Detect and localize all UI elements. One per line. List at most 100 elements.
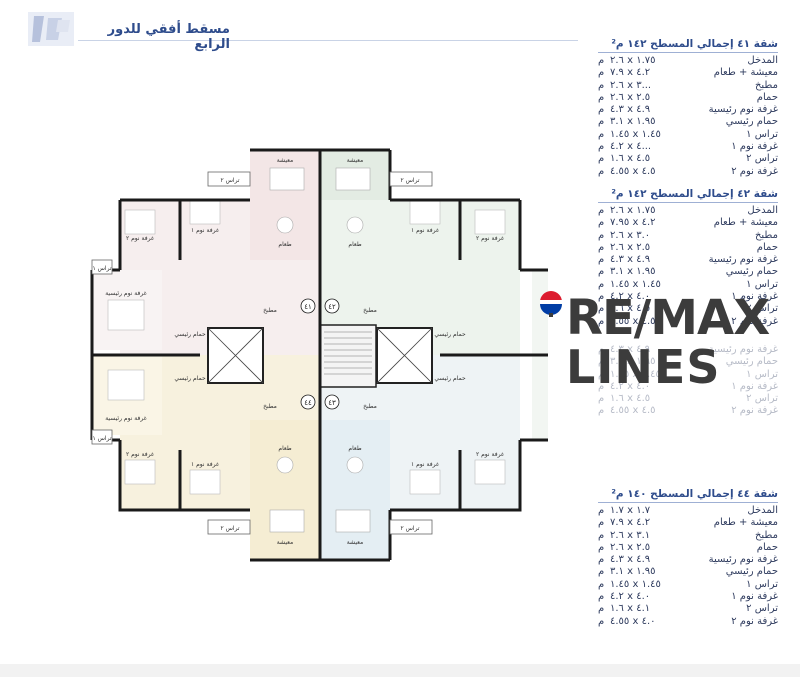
table-row: المدخل ١.٧ x ١.٧ م [598,505,778,517]
room-name: المدخل [747,205,778,216]
badge-unit-43: ٤٣ [328,399,336,407]
table-row: حمام رئيسي ٣.١ x ١.٩٥ م [598,116,778,128]
unit-label: م [598,517,605,529]
room-name: تراس ١ [746,278,778,290]
unit-label: م [598,79,605,91]
room-name: معيشة + طعام [713,517,778,529]
room-name: تراس ١ [746,368,778,380]
room-dimensions: ٤.٢ x ٤.٠ [610,291,651,303]
unit-label: م [598,153,605,165]
label-living-41: معيشة [277,157,294,164]
room-dimensions: ٤.٥٥ x ٤.٥ [610,315,656,327]
unit-label: م [598,603,605,615]
room-dimensions: ٤.٢ x ٤... [610,141,652,153]
room-dimensions: ٤.٥٥ x ٤.٥ [610,165,656,177]
room-name: حمام [756,241,778,253]
label-living-43: معيشة [347,539,364,546]
unit-label: م [598,217,605,229]
room-dimensions: ١.٧ x ١.٧ [610,505,651,516]
room-dimensions: ٤.٣ x ٤.٩ [610,554,651,566]
label-bedroom1-43: غرفة نوم ١ [411,461,439,468]
room-name: المدخل [747,505,778,516]
unit-label: م [598,91,605,103]
remax-watermark: RE/MAX LINES [536,284,770,404]
unit-label: م [598,55,605,66]
label-kitchen-44: مطبخ [263,403,277,410]
unit-label: م [598,344,605,355]
room-name: غرفة نوم رئيسية [708,344,778,355]
label-bedroom2-44: غرفة نوم ٢ [126,451,154,458]
room-name: غرفة نوم ٢ [731,165,778,177]
badge-unit-44: ٤٤ [304,399,312,407]
unit-label: م [598,205,605,216]
label-dining-42: طعام [348,241,361,248]
label-dining-41: طعام [278,241,291,248]
unit-label: م [598,278,605,290]
unit-label: م [598,165,605,177]
label-bedroom1-42: غرفة نوم ١ [411,227,439,234]
room-dimensions: ٣.١ x ١.٩٥ [610,116,656,128]
title-underline [78,40,578,41]
room-name: غرفة نوم رئيسية [708,554,778,566]
unit-label: م [598,266,605,278]
label-living-42: معيشة [347,157,364,164]
room-dimensions: ٢.٦ x ٢.٥ [610,91,651,103]
table-heading: شقة ٤٢ إجمالي المسطح ١٤٢ م² [598,188,778,203]
unit-label: م [598,303,605,315]
label-bedroom1-44: غرفة نوم ١ [191,461,219,468]
label-master-bath-42: حمام رئيسي [434,331,466,338]
room-name: غرفة نوم ١ [731,591,778,603]
label-master-bath-41: حمام رئيسي [174,331,206,338]
room-name: غرفة نوم ١ [731,291,778,303]
unit-label: م [598,116,605,128]
room-name: غرفة نوم ١ [731,380,778,392]
label-kitchen-43: مطبخ [363,403,377,410]
project-logo [28,12,74,46]
room-dimensions: ٢.٦ x ٢.٥ [610,241,651,253]
room-name: حمام رئيسي [725,266,778,278]
page-title: مسقط أفقي للدور الرابع [107,22,230,52]
room-dimensions: ٢.٦ x ٣.٠ [610,229,651,241]
room-name: حمام رئيسي [725,116,778,128]
table-heading: شقة ٤٤ إجمالي المسطح ١٤٠ م² [598,488,778,503]
bottom-strip [0,664,800,677]
room-name: مطبخ [754,79,778,91]
room-dimensions: ٣.١ x ١.٩٥ [610,266,656,278]
label-dining-44: طعام [278,445,291,452]
label-terrace2-43: تراس ٢ [400,525,419,532]
table-row: غرفة نوم ٢ ٤.٥٥ x ٤.٥ م [598,166,778,178]
unit-label: م [598,104,605,116]
remax-brand-text: RE/MAX [566,290,770,346]
label-terrace2-44: تراس ٢ [220,525,239,532]
room-name: غرفة نوم رئيسية [708,254,778,266]
unit-label: م [598,566,605,578]
unit-label: م [598,554,605,566]
label-terrace2-41: تراس ٢ [220,177,239,184]
room-dimensions: ١.٦ x ٤.١ [610,603,651,615]
room-dimensions: ١.٦ x ٤.٥ [610,393,651,405]
unit-label: م [598,505,605,516]
room-dimensions: ٣.١ x ١.٩٥ [610,356,656,368]
label-terrace1-44: تراس ١ [92,435,111,442]
unit-label: م [598,254,605,266]
room-name: حمام رئيسي [725,566,778,578]
room-dimensions: ٤.٣ x ٤.٩ [610,104,651,116]
table-heading: شقة ٤١ إجمالي المسطح ١٤٢ م² [598,38,778,53]
unit-label: م [598,591,605,603]
room-name: المدخل [747,55,778,66]
room-dimensions: ٤.٢ x ٤.٠ [610,591,651,603]
